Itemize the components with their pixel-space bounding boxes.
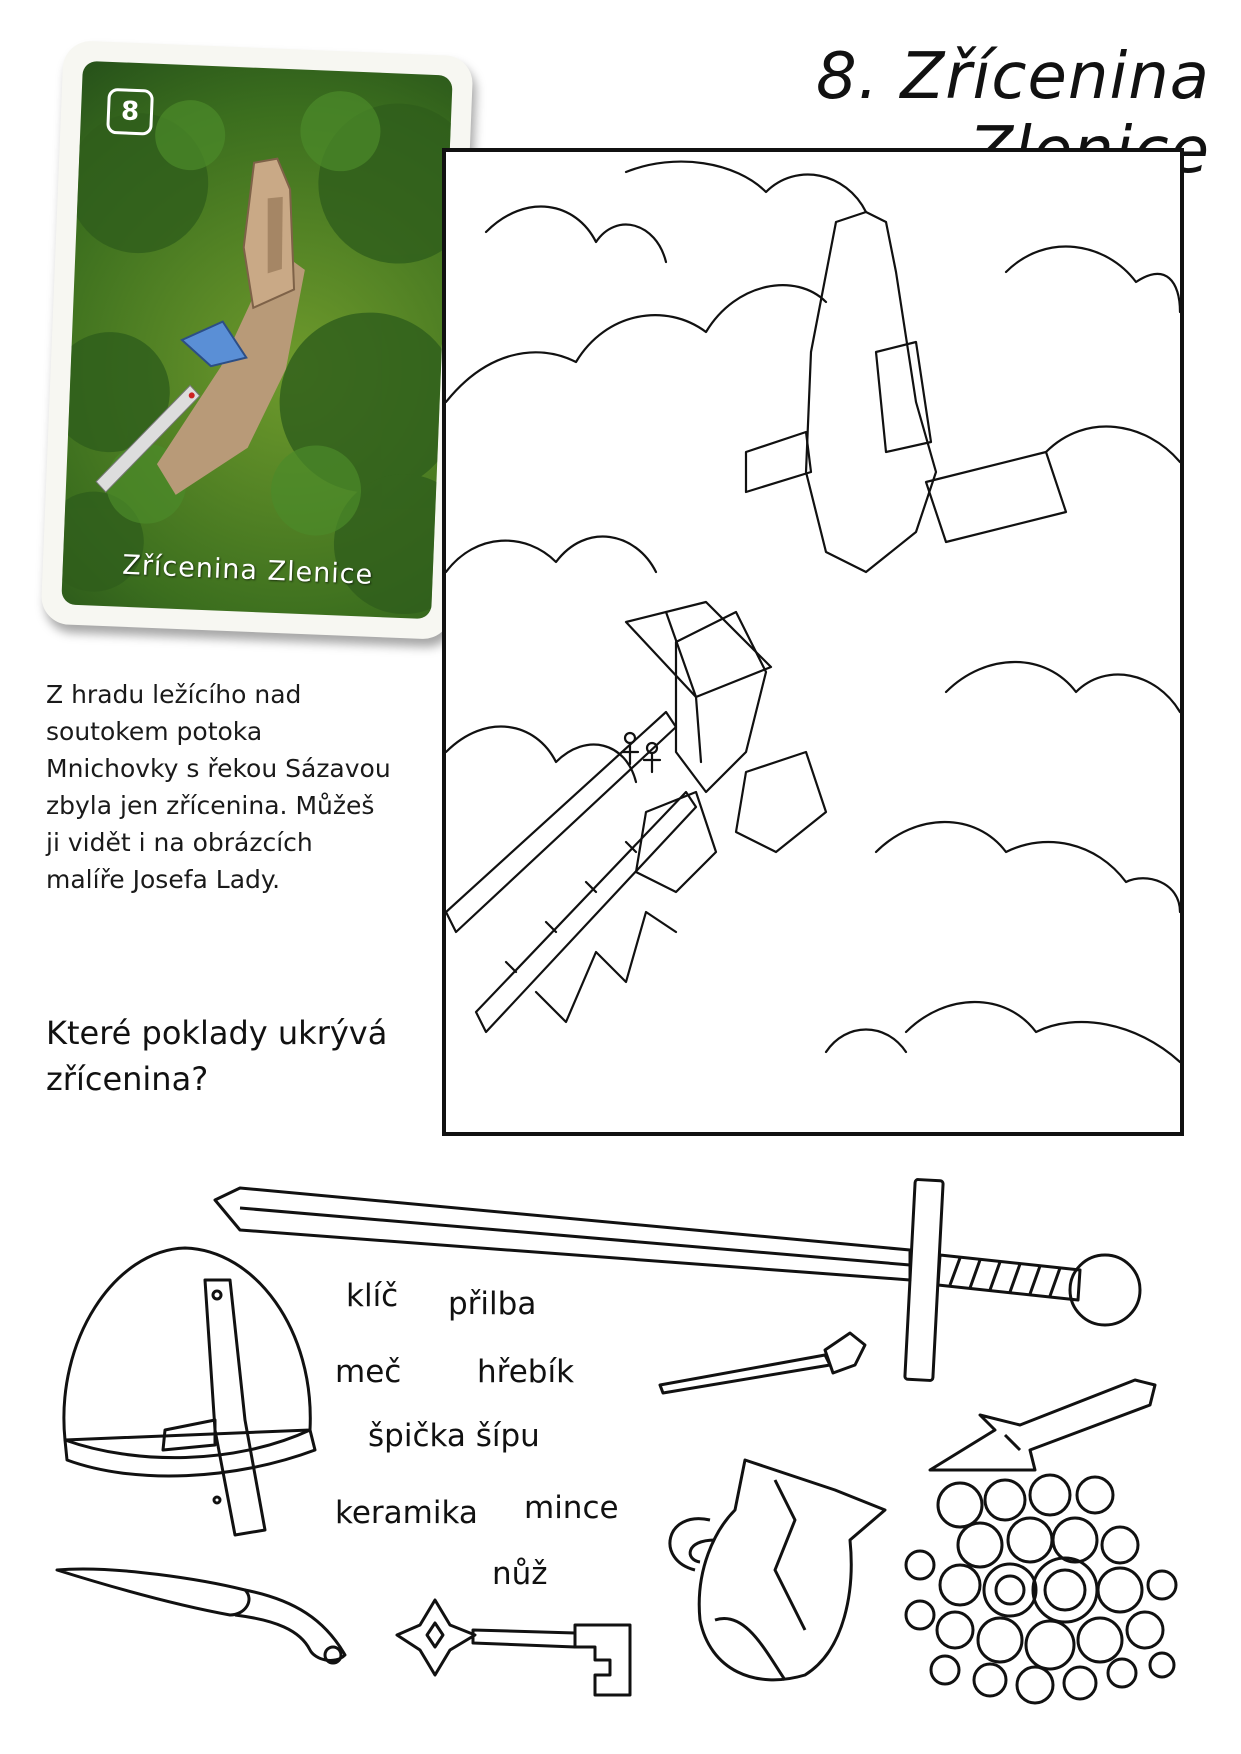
word-keramika: keramika	[335, 1495, 478, 1531]
key-icon	[395, 1598, 632, 1697]
question-text: Které poklady ukrývá zřícenina?	[46, 1010, 426, 1102]
word-mec: meč	[335, 1354, 402, 1390]
coloring-illustration	[442, 148, 1184, 1136]
word-nuz: nůž	[492, 1556, 548, 1592]
arrowhead-icon	[928, 1378, 1157, 1472]
intro-line: malíře Josefa Lady.	[46, 865, 281, 894]
nail-icon	[658, 1331, 867, 1395]
card-number-badge: 8	[106, 87, 154, 136]
word-prilba: přilba	[448, 1286, 537, 1322]
question-line: Které poklady ukrývá	[46, 1014, 388, 1052]
knife-icon	[55, 1567, 347, 1665]
intro-line: Z hradu ležícího nad	[46, 680, 302, 709]
location-card: 8 Zřícenina Zlenice	[40, 40, 474, 640]
intro-line: soutokem potoka	[46, 717, 263, 746]
word-klic: klíč	[346, 1278, 399, 1314]
castle-ruin-illustration	[61, 91, 453, 615]
intro-line: zbyla jen zřícenina. Můžeš	[46, 791, 375, 820]
jug-icon	[668, 1458, 887, 1682]
intro-text: Z hradu ležícího nad soutokem potoka Mni…	[46, 676, 426, 898]
word-spicka-sipu: špička šípu	[368, 1418, 540, 1454]
word-mince: mince	[524, 1490, 619, 1526]
intro-line: Mnichovky s řekou Sázavou	[46, 754, 391, 783]
helmet-icon	[62, 1246, 317, 1537]
intro-line: ji vidět i na obrázcích	[46, 828, 313, 857]
sword-icon	[213, 1178, 1142, 1382]
card-image: 8 Zřícenina Zlenice	[61, 60, 453, 620]
word-hrebik: hřebík	[477, 1354, 575, 1390]
coins-icon	[904, 1473, 1178, 1705]
question-line: zřícenina?	[46, 1060, 209, 1098]
